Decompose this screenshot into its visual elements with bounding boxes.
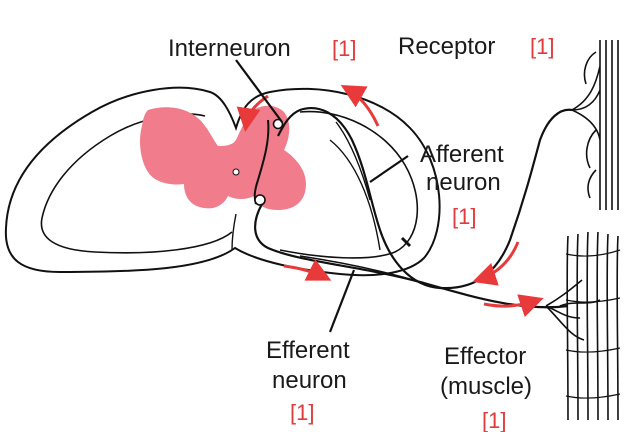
- receptor-mark: [1]: [530, 34, 554, 59]
- effector-muscle: [546, 232, 620, 420]
- afferent-label-line1: Afferent: [420, 141, 504, 168]
- efferent-mark: [1]: [290, 400, 314, 425]
- receptor-label: Receptor: [398, 33, 495, 60]
- efferent-label-line1: Efferent: [266, 337, 350, 364]
- efferent-label-line2: neuron: [272, 367, 347, 394]
- interneuron-label: Interneuron: [168, 35, 291, 62]
- effector-label-line1: Effector: [444, 343, 526, 370]
- interneuron-soma-bottom: [255, 195, 265, 205]
- receptor-endings: [572, 40, 618, 210]
- central-canal: [233, 169, 239, 175]
- leader-efferent: [330, 270, 354, 332]
- afferent-label-line2: neuron: [426, 169, 501, 196]
- afferent-mark: [1]: [452, 204, 476, 229]
- interneuron-mark: [1]: [332, 36, 356, 61]
- effector-label-line2: (muscle): [440, 373, 532, 400]
- effector-mark: [1]: [482, 408, 506, 432]
